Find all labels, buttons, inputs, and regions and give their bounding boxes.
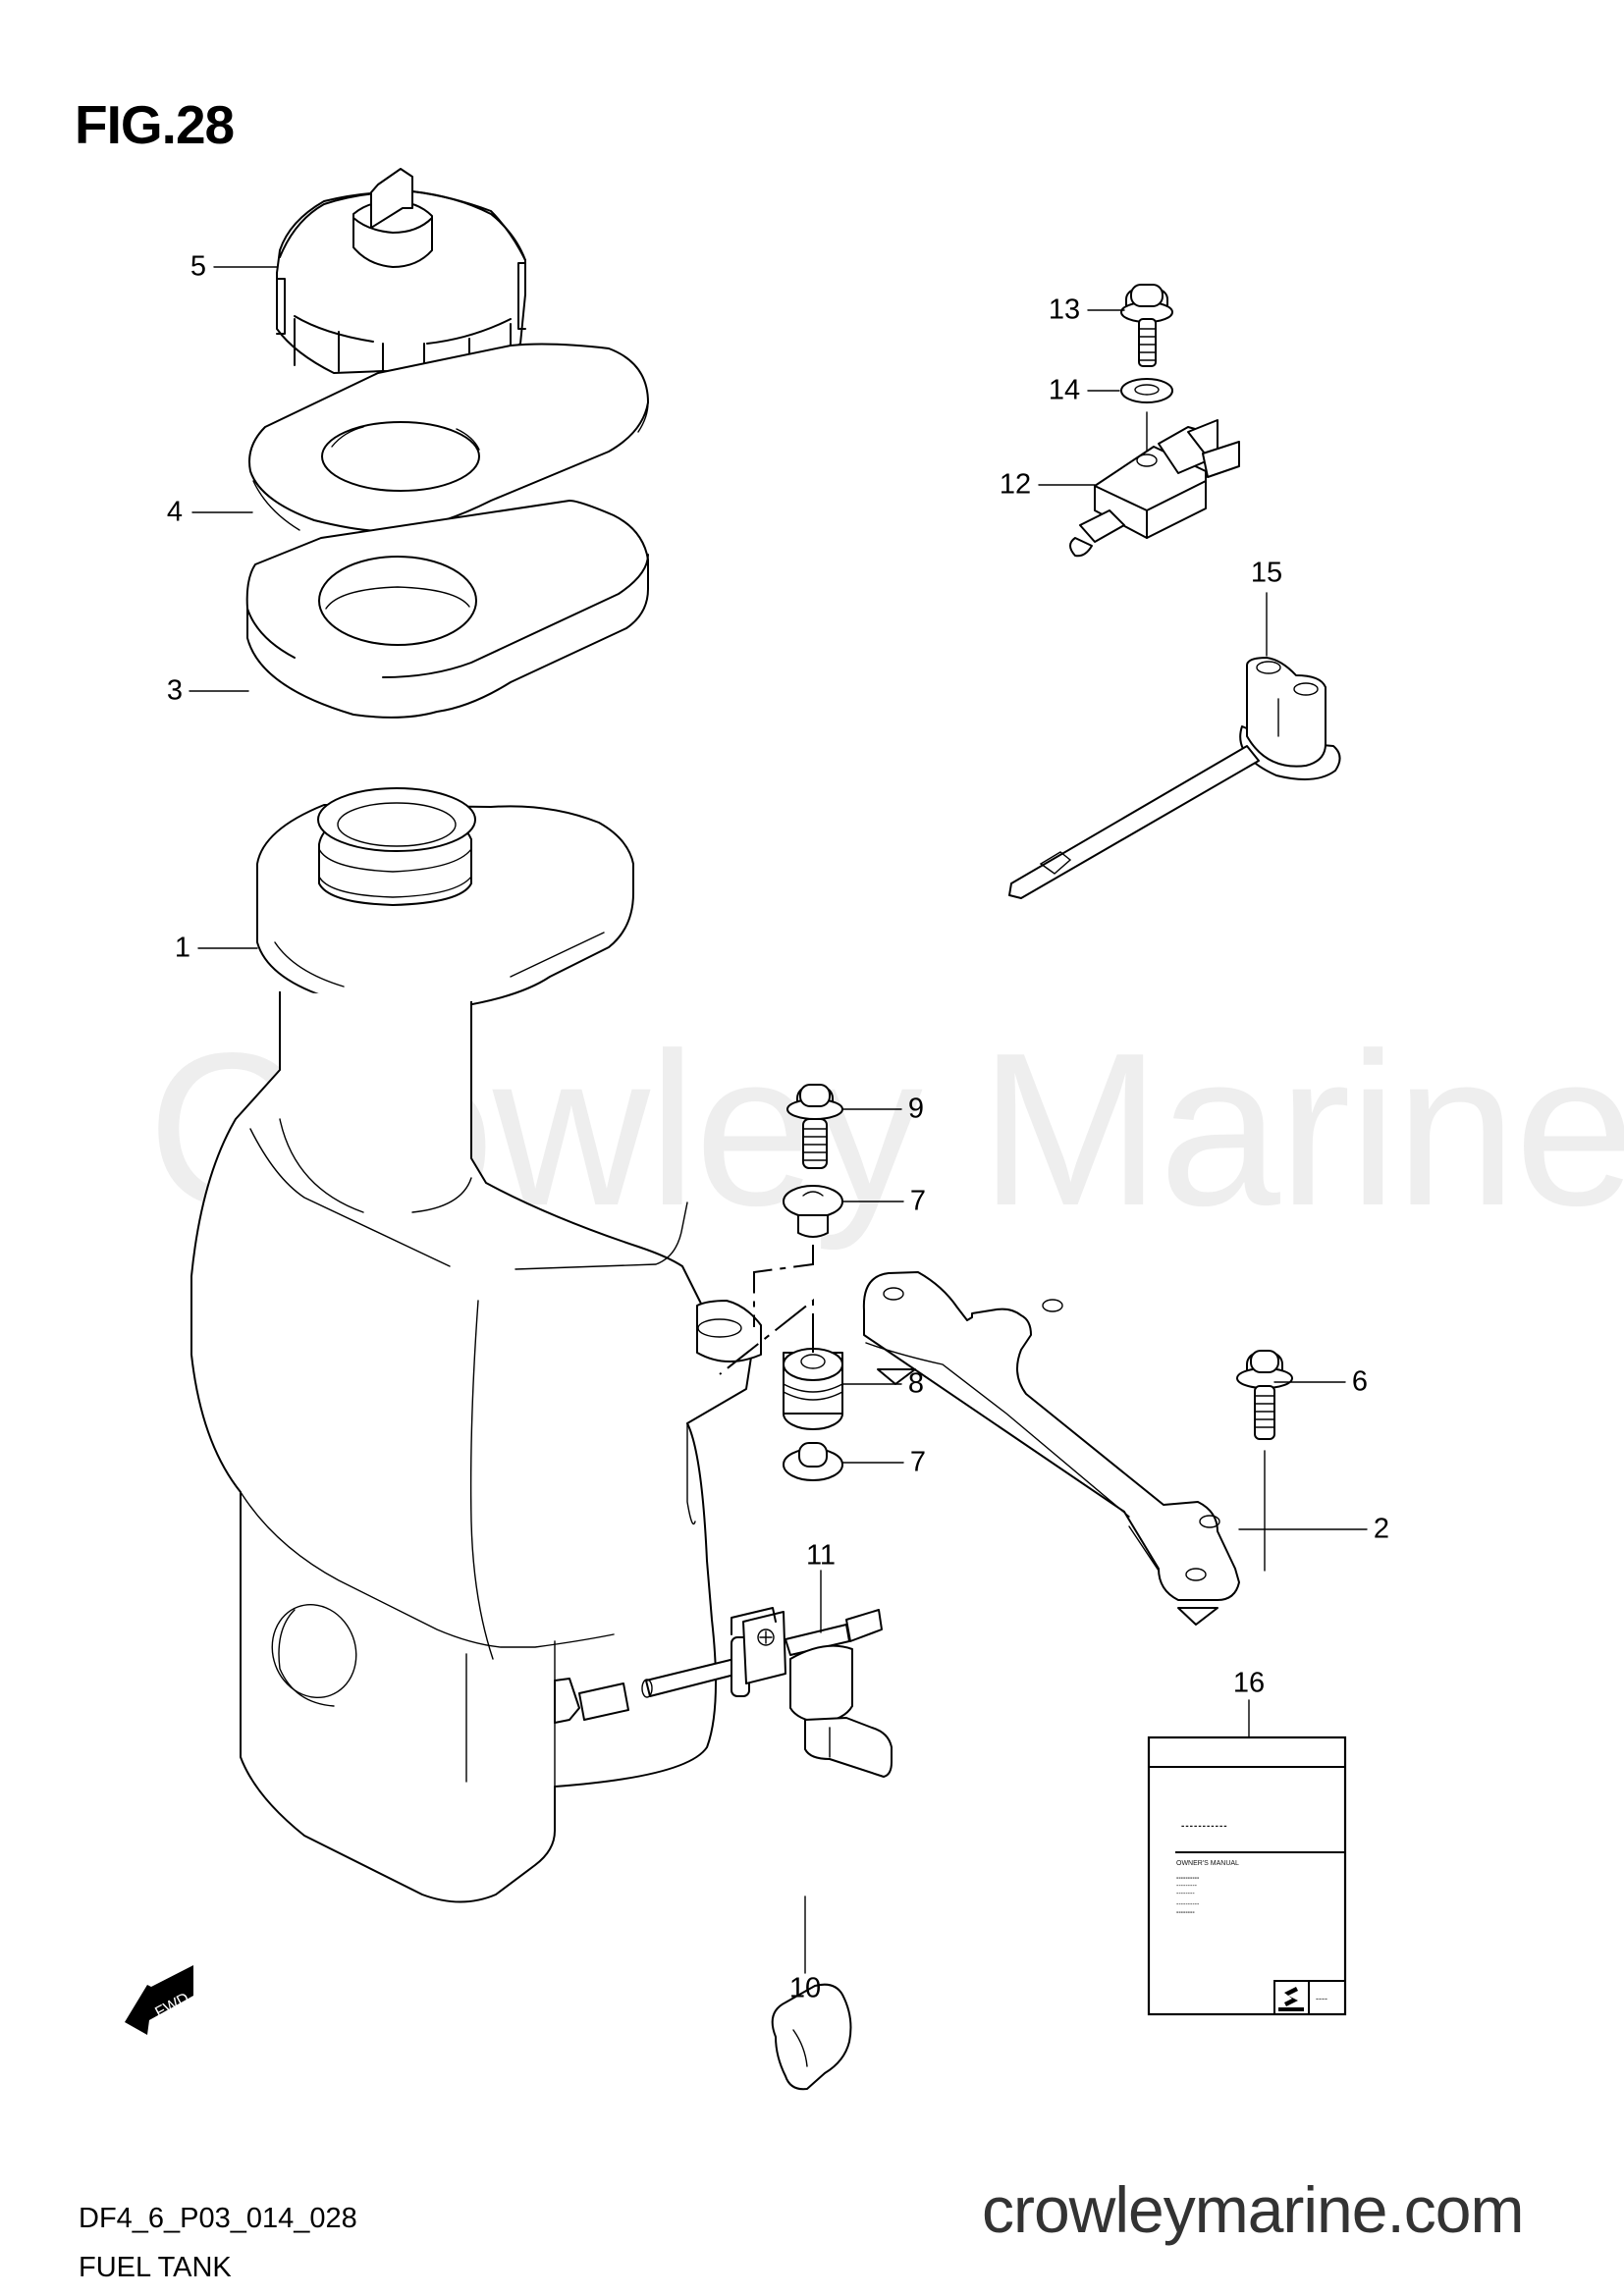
site-url-link[interactable]: crowleymarine.com — [982, 2173, 1524, 2246]
callout-16[interactable]: 16 — [1232, 1667, 1266, 1699]
part-3-gasket[interactable] — [245, 500, 649, 719]
part-10-filter[interactable] — [771, 1983, 852, 2091]
leader-dashed-upper — [753, 1245, 814, 1327]
callout-4[interactable]: 4 — [166, 496, 184, 528]
callout-3[interactable]: 3 — [166, 674, 184, 707]
manual-line: -------- — [1176, 1891, 1195, 1897]
callout-6[interactable]: 6 — [1351, 1365, 1369, 1398]
suzuki-logo-icon — [1278, 1987, 1304, 2011]
manual-line: --------- — [1176, 1883, 1197, 1890]
manual-line: ---------- — [1176, 1875, 1200, 1882]
callout-5[interactable]: 5 — [189, 250, 207, 283]
manual-corner-code: ---- — [1316, 1994, 1327, 2003]
callout-13[interactable]: 13 — [1048, 294, 1081, 326]
part-11-fuel-cock[interactable] — [641, 1607, 893, 1778]
callout-12[interactable]: 12 — [999, 468, 1032, 501]
figure-title: FIG.28 — [75, 94, 235, 155]
part-2-bracket[interactable] — [862, 1271, 1240, 1626]
part-12-fuel-connector[interactable] — [1069, 419, 1240, 558]
callout-7-upper[interactable]: 7 — [909, 1185, 927, 1217]
part-6-bolt[interactable] — [1236, 1350, 1293, 1440]
part-4-gasket[interactable] — [248, 343, 649, 533]
part-13-screw[interactable] — [1120, 284, 1173, 367]
callout-1[interactable]: 1 — [174, 932, 191, 964]
figure-name: FUEL TANK — [79, 2252, 232, 2283]
leader-dashed-lower — [719, 1298, 814, 1375]
part-8-grommet[interactable] — [783, 1348, 843, 1430]
callout-11[interactable]: 11 — [805, 1539, 837, 1572]
manual-title-placeholder: ----------- — [1181, 1821, 1228, 1832]
figure-code: DF4_6_P03_014_028 — [79, 2203, 357, 2234]
manual-line: -------- — [1176, 1909, 1195, 1916]
callout-7-lower[interactable]: 7 — [909, 1446, 927, 1478]
callout-10[interactable]: 10 — [788, 1972, 822, 2004]
callout-15[interactable]: 15 — [1250, 557, 1283, 589]
callout-9[interactable]: 9 — [907, 1093, 925, 1125]
part-5-fuel-cap[interactable] — [276, 168, 526, 379]
part-7-collar-lower[interactable] — [783, 1442, 843, 1481]
callout-14[interactable]: 14 — [1048, 374, 1081, 406]
part-7-collar-upper[interactable] — [783, 1185, 843, 1238]
fwd-arrow-icon: FWD — [125, 1965, 193, 2035]
part-15-fuel-gauge[interactable] — [1008, 657, 1341, 899]
leader-lines — [189, 266, 1368, 1974]
part-9-bolt[interactable] — [786, 1084, 843, 1169]
callout-8[interactable]: 8 — [907, 1367, 925, 1400]
part-14-washer[interactable] — [1120, 378, 1173, 403]
part-16-owners-manual[interactable] — [1147, 1735, 1347, 2016]
callout-2[interactable]: 2 — [1373, 1513, 1390, 1545]
manual-line: ---------- — [1176, 1901, 1200, 1908]
manual-heading: OWNER'S MANUAL — [1176, 1860, 1239, 1867]
part-1-fuel-tank[interactable] — [190, 787, 762, 1903]
